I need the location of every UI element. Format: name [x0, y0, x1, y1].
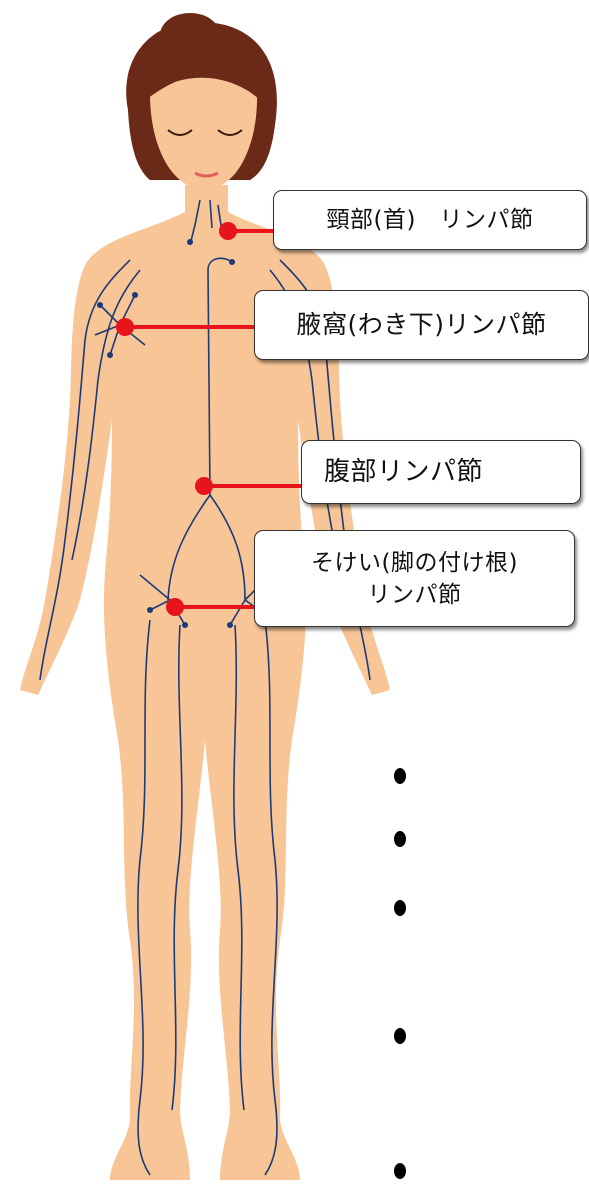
label-abdomen-text: 腹部リンパ節 [324, 456, 483, 488]
label-inguinal-lymph-nodes: そけい(脚の付け根) リンパ節 [254, 530, 575, 627]
bullet-dot-icon [394, 768, 406, 784]
label-abdominal-lymph-nodes: 腹部リンパ節 [301, 440, 581, 504]
bullet-dot-icon [394, 1163, 406, 1179]
label-axilla-lymph-nodes: 腋窩(わき下)リンパ節 [254, 290, 589, 360]
label-groin-text-line1: そけい(脚の付け根) [311, 547, 518, 579]
lymph-node-marker-neck [219, 222, 237, 240]
label-neck-text: 頸部(首) リンパ節 [327, 204, 534, 236]
bullet-dot-icon [394, 1028, 406, 1044]
label-axilla-text: 腋窩(わき下)リンパ節 [296, 309, 546, 341]
lymph-node-marker-axilla [116, 318, 134, 336]
label-groin-text-line2: リンパ節 [368, 579, 462, 611]
label-neck-lymph-nodes: 頸部(首) リンパ節 [273, 190, 587, 250]
lymph-node-marker-groin [166, 598, 184, 616]
bullet-dot-icon [394, 900, 406, 916]
bullet-dot-icon [394, 831, 406, 847]
lymph-node-marker-abdomen [195, 477, 213, 495]
